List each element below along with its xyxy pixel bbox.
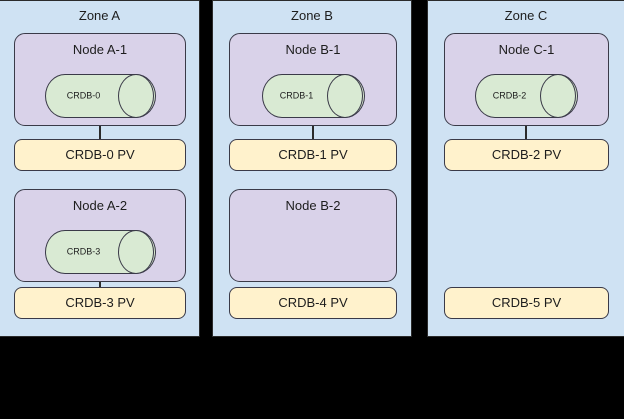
zone-b: Zone B Node B-1 CRDB-1 CRDB-1 PV Node B-… [212,0,412,337]
pv-crdb-2[interactable]: CRDB-2 PV [444,139,609,171]
pv-crdb-1[interactable]: CRDB-1 PV [229,139,397,171]
connector-node-c-1-to-pv [525,126,527,139]
database-crdb-0[interactable]: CRDB-0 [45,74,156,118]
pv-crdb-0-label: CRDB-0 PV [65,147,135,162]
database-crdb-3-label: CRDB-3 [66,246,101,257]
pv-crdb-4-label: CRDB-4 PV [278,295,348,310]
database-crdb-1-label: CRDB-1 [279,90,314,101]
node-a-1-title: Node A-1 [72,42,128,57]
node-c-1-title: Node C-1 [498,42,555,57]
pv-crdb-3-label: CRDB-3 PV [65,295,135,310]
database-crdb-1[interactable]: CRDB-1 [262,74,365,118]
zone-a: Zone A Node A-1 CRDB-0 CRDB-0 PV Node A-… [0,0,200,337]
pv-crdb-4[interactable]: CRDB-4 PV [229,287,397,319]
cylinder-cap [540,74,576,118]
zone-c-title: Zone C [504,8,548,23]
node-b-1-title: Node B-1 [285,42,341,57]
pv-crdb-2-label: CRDB-2 PV [491,147,562,162]
pv-crdb-5[interactable]: CRDB-5 PV [444,287,609,319]
connector-node-a-2-to-pv [99,282,101,287]
connector-node-a-1-to-pv [99,126,101,139]
node-b-2-title: Node B-2 [285,198,341,213]
zone-a-title: Zone A [78,8,121,23]
pv-crdb-3[interactable]: CRDB-3 PV [14,287,186,319]
database-crdb-3[interactable]: CRDB-3 [45,230,156,274]
database-crdb-2-label: CRDB-2 [492,90,527,101]
cylinder-cap [327,74,363,118]
pv-crdb-1-label: CRDB-1 PV [278,147,348,162]
cylinder-cap [118,74,154,118]
zone-b-title: Zone B [291,8,333,23]
pv-crdb-0[interactable]: CRDB-0 PV [14,139,186,171]
connector-node-b-1-to-pv [312,126,314,139]
node-b-2[interactable]: Node B-2 [229,189,397,282]
node-c-1[interactable]: Node C-1 CRDB-2 [444,33,609,126]
pv-crdb-5-label: CRDB-5 PV [491,295,562,310]
zone-c: Zone C Node C-1 CRDB-2 CRDB-2 PV CRDB-5 … [427,0,624,337]
node-a-2[interactable]: Node A-2 CRDB-3 [14,189,186,282]
database-crdb-2[interactable]: CRDB-2 [475,74,578,118]
node-a-1[interactable]: Node A-1 CRDB-0 [14,33,186,126]
node-a-2-title: Node A-2 [72,198,128,213]
cylinder-cap [118,230,154,274]
database-crdb-0-label: CRDB-0 [66,90,101,101]
node-b-1[interactable]: Node B-1 CRDB-1 [229,33,397,126]
